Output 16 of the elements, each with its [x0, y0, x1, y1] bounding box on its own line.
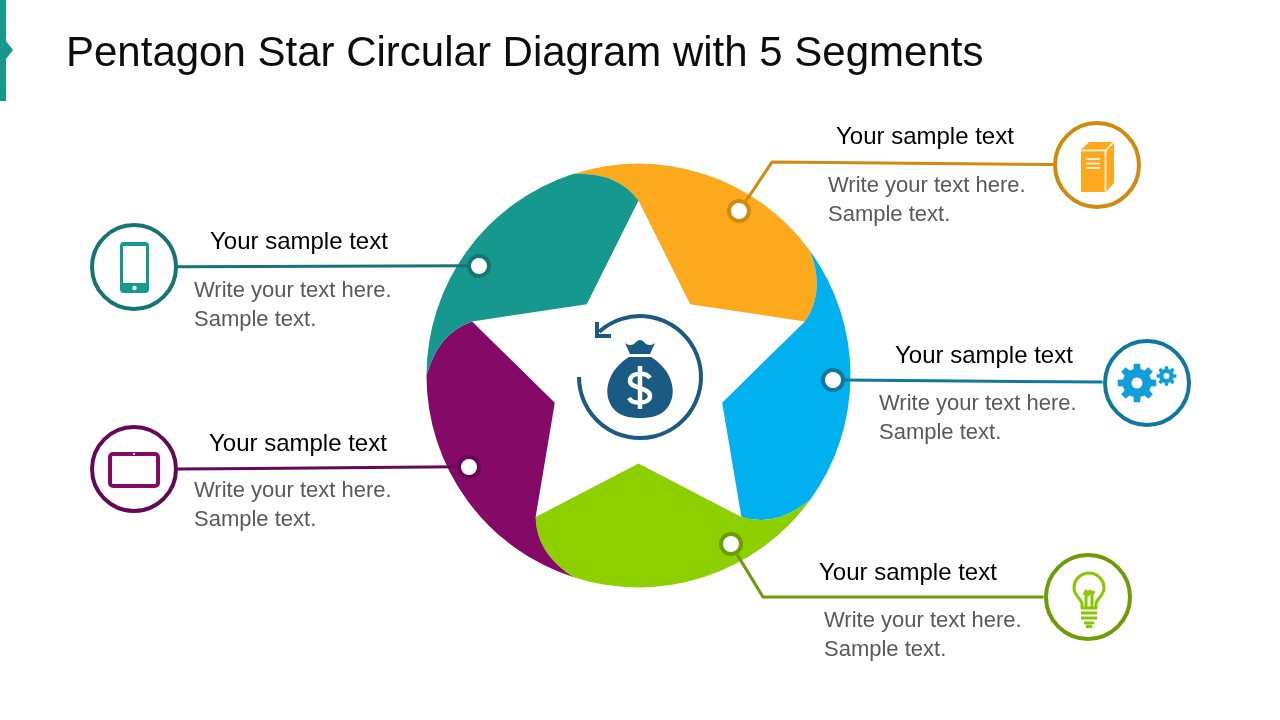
leader-line: [178, 264, 468, 269]
heading: Your sample text: [210, 226, 388, 255]
body-text: Write your text here. Sample text.: [194, 276, 393, 334]
heading: Your sample text: [209, 428, 387, 457]
leader-line: [844, 378, 1103, 384]
leader-line: [744, 160, 1053, 202]
heading: Your sample text: [836, 121, 1014, 150]
slide-title: Pentagon Star Circular Diagram with 5 Segments: [66, 27, 984, 77]
body-text: Write your text here. Sample text.: [879, 389, 1078, 446]
heading: Your sample text: [895, 340, 1073, 369]
body-text: Write your text here. Sample text.: [828, 170, 1027, 228]
body-text: Write your text here. Sample text.: [824, 605, 1023, 663]
heading: Your sample text: [819, 557, 997, 586]
body-text: Write your text here. Sample text.: [194, 476, 393, 534]
leader-line: [735, 553, 1044, 599]
leader-line: [177, 465, 458, 471]
